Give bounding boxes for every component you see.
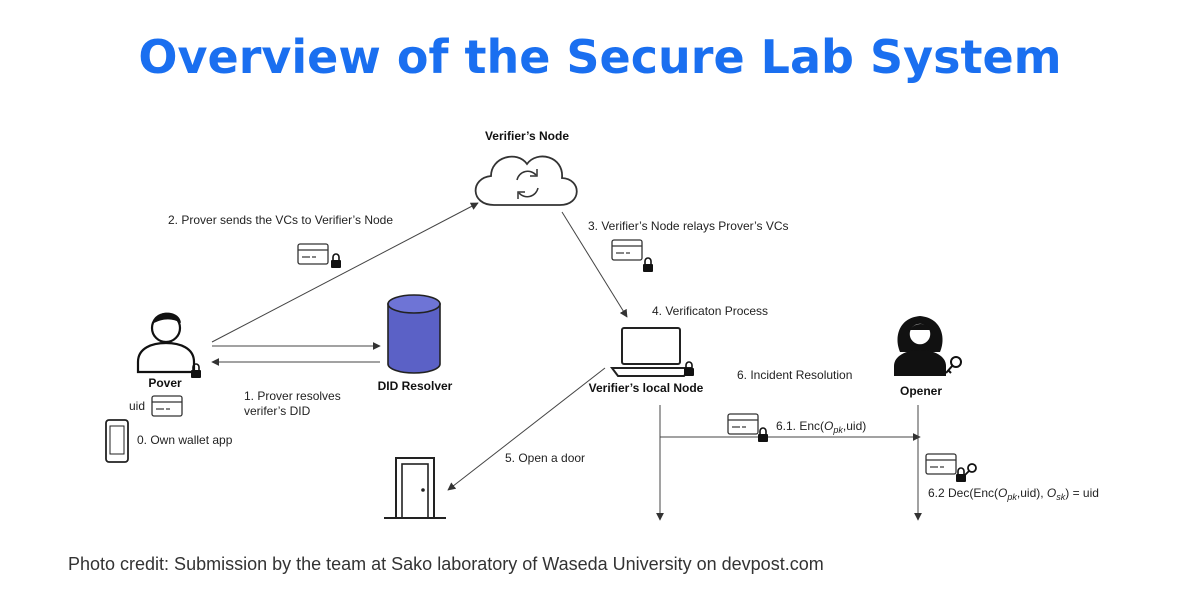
step1-label-line2: verifer’s DID [244,404,311,418]
user-icon [136,312,196,374]
arrow-step2 [211,202,479,343]
key-icon [945,356,962,374]
lock-icon [683,361,695,377]
step62-label: 6.2 Dec(Enc(Opk,uid), Osk) = uid [928,486,1099,502]
step6-label: 6. Incident Resolution [737,368,852,382]
credential-card-icon [727,413,769,443]
opener-label: Opener [900,384,942,398]
step1-label-line1: 1. Prover resolves [244,389,341,403]
step4-label: 4. Verificaton Process [652,304,768,318]
cloud-sync-icon [474,155,578,206]
laptop-icon [610,327,692,377]
prover-label: Pover [148,376,182,390]
photo-credit: Photo credit: Submission by the team at … [68,554,824,574]
credential-card-icon [611,239,654,273]
lock-icon [757,427,769,443]
lock-icon [190,363,202,379]
woman-icon [894,316,946,376]
verifier-node-label: Verifier’s Node [485,129,569,143]
key-icon [962,463,977,478]
credential-card-icon [151,395,183,417]
lock-icon [330,253,342,269]
step61-label: 6.1. Enc(Opk,uid) [776,419,866,435]
credential-card-icon [925,453,967,483]
local-node-label: Verifier’s local Node [589,381,704,395]
credential-card-icon [297,243,342,269]
door-icon [384,457,446,519]
arrow-step5 [447,367,606,491]
did-resolver-label: DID Resolver [378,379,453,393]
smartphone-icon [105,419,129,463]
page-title: Overview of the Secure Lab System [138,30,1062,84]
step5-label: 5. Open a door [505,451,585,465]
arrow-step3 [561,211,628,318]
database-icon [387,294,441,374]
uid-label: uid [129,399,145,413]
step3-label: 3. Verifier’s Node relays Prover’s VCs [588,219,789,233]
step0-label: 0. Own wallet app [137,433,233,447]
step2-label: 2. Prover sends the VCs to Verifier’s No… [168,213,393,227]
lock-icon [642,257,654,273]
